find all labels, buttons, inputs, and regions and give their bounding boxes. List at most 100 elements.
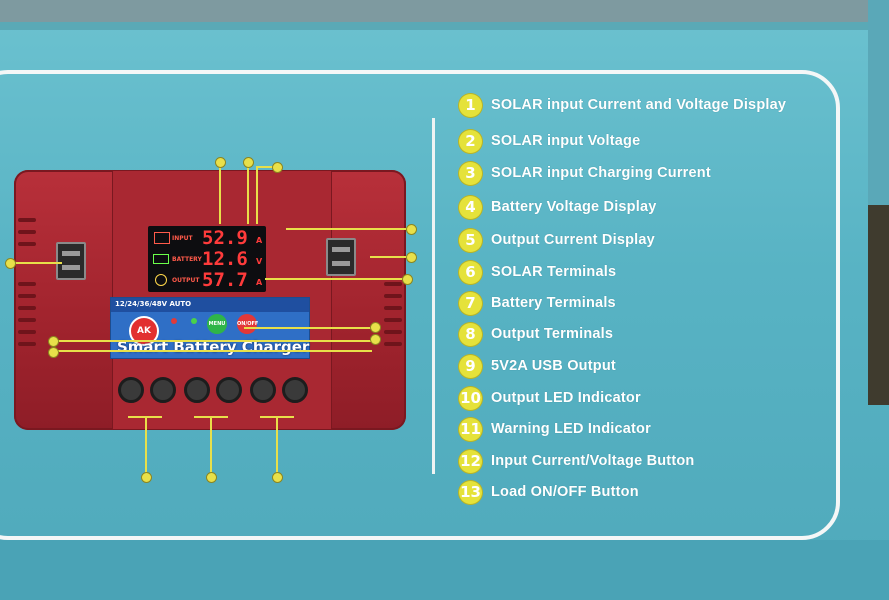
lcd-output-label: OUTPUT <box>172 277 200 284</box>
legend-number: 11 <box>459 417 482 441</box>
legend-number: 6 <box>459 260 482 284</box>
battery-terminal <box>216 377 242 403</box>
vent-slot <box>18 318 36 322</box>
vent-slot <box>18 218 36 222</box>
callout-line-8 <box>265 278 405 280</box>
legend-text: Input Current/Voltage Button <box>491 453 695 469</box>
legend-text: SOLAR input Current and Voltage Display <box>491 97 787 113</box>
vent-slot <box>384 294 402 298</box>
callout-line-12 <box>52 340 372 342</box>
output-led <box>191 318 197 324</box>
callout-line-6 <box>145 418 147 476</box>
legend-item: 10 Output LED Indicator <box>459 386 641 410</box>
output-terminal <box>250 377 276 403</box>
product-label-top: 12/24/36/48V AUTO <box>111 298 309 312</box>
legend-text: Load ON/OFF Button <box>491 484 639 500</box>
legend-text: Output LED Indicator <box>491 390 641 406</box>
callout-line-3 <box>256 166 276 168</box>
legend-text: Output Current Display <box>491 232 655 248</box>
callout-line-4 <box>286 228 408 230</box>
legend-item: 6 SOLAR Terminals <box>459 260 617 284</box>
callout-line-1 <box>219 162 221 224</box>
product-label: 12/24/36/48V AUTO AK MENU ON/OFF Smart B… <box>110 297 310 359</box>
legend-item: 9 5V2A USB Output <box>459 354 616 378</box>
legend-item: 8 Output Terminals <box>459 322 613 346</box>
legend-number: 5 <box>459 228 482 252</box>
rounded-panel-border <box>0 70 840 540</box>
vent-slot <box>18 282 36 286</box>
callout-bracket-7 <box>194 416 228 418</box>
vent-slot <box>384 306 402 310</box>
legend-number: 8 <box>459 322 482 346</box>
legend-text: Warning LED Indicator <box>491 421 651 437</box>
lcd-battery-unit: V <box>256 257 263 266</box>
callout-dot <box>215 157 226 168</box>
usb-port-left <box>56 242 86 280</box>
legend-number: 7 <box>459 291 482 315</box>
legend-number: 9 <box>459 354 482 378</box>
lcd-input-unit: A <box>256 236 263 245</box>
legend-number: 2 <box>459 129 482 153</box>
usb-port-right <box>326 238 356 276</box>
legend-item: 5 Output Current Display <box>459 228 655 252</box>
lcd-input-label: INPUT <box>172 235 193 242</box>
vent-slot <box>18 242 36 246</box>
solar-panel-icon <box>154 232 170 244</box>
callout-dot <box>5 258 16 269</box>
menu-button: MENU <box>207 314 227 334</box>
callout-line-2 <box>247 162 249 224</box>
box-right-edge <box>868 0 889 205</box>
legend-item: 13 Load ON/OFF Button <box>459 480 639 504</box>
legend-number: 4 <box>459 195 482 219</box>
divider-line <box>432 118 435 474</box>
legend-item: 2 SOLAR input Voltage <box>459 129 641 153</box>
callout-line-9r <box>370 256 410 258</box>
legend-text: 5V2A USB Output <box>491 358 616 374</box>
callout-dot <box>370 322 381 333</box>
legend-item: 1 SOLAR input Current and Voltage Displa… <box>459 93 787 117</box>
legend-number: 1 <box>459 93 482 117</box>
legend-number: 12 <box>459 449 482 473</box>
legend-text: SOLAR input Voltage <box>491 133 641 149</box>
lcd-input-value: 52.9 <box>202 227 248 249</box>
legend-text: SOLAR Terminals <box>491 264 617 280</box>
lcd-battery-label: BATTERY <box>172 256 202 263</box>
legend-item: 4 Battery Voltage Display <box>459 195 657 219</box>
callout-line-13 <box>244 327 374 329</box>
bulb-icon <box>155 274 167 286</box>
legend-number: 13 <box>459 480 482 504</box>
solar-terminal <box>150 377 176 403</box>
vent-slot <box>18 230 36 234</box>
callout-line-10 <box>52 350 372 352</box>
output-terminal <box>282 377 308 403</box>
battery-icon <box>153 254 169 264</box>
callout-dot <box>406 252 417 263</box>
callout-dot <box>206 472 217 483</box>
box-top-flap <box>0 0 889 22</box>
legend-text: Battery Terminals <box>491 295 616 311</box>
legend-item: 12 Input Current/Voltage Button <box>459 449 695 473</box>
callout-dot <box>48 336 59 347</box>
callout-bracket-6 <box>128 416 162 418</box>
callout-dot <box>272 162 283 173</box>
vent-slot <box>18 342 36 346</box>
vent-slot <box>18 294 36 298</box>
callout-line-9 <box>10 262 62 264</box>
lcd-output-value: 57.7 <box>202 269 248 291</box>
battery-terminal <box>184 377 210 403</box>
vent-slot <box>384 318 402 322</box>
onoff-button: ON/OFF <box>237 314 258 334</box>
callout-dot <box>402 274 413 285</box>
vent-slot <box>384 282 402 286</box>
legend-text: SOLAR input Charging Current <box>491 165 711 181</box>
callout-line-3v <box>256 166 258 224</box>
lcd-display: INPUT 52.9 A BATTERY 12.6 V OUTPUT 57.7 … <box>148 226 266 292</box>
box-right-gap <box>868 205 889 405</box>
legend-item: 11 Warning LED Indicator <box>459 417 651 441</box>
callout-bracket-8 <box>260 416 294 418</box>
callout-dot <box>48 347 59 358</box>
callout-dot <box>272 472 283 483</box>
box-bottom-band <box>0 540 889 600</box>
box-top-edge <box>0 22 889 30</box>
vent-slot <box>18 330 36 334</box>
